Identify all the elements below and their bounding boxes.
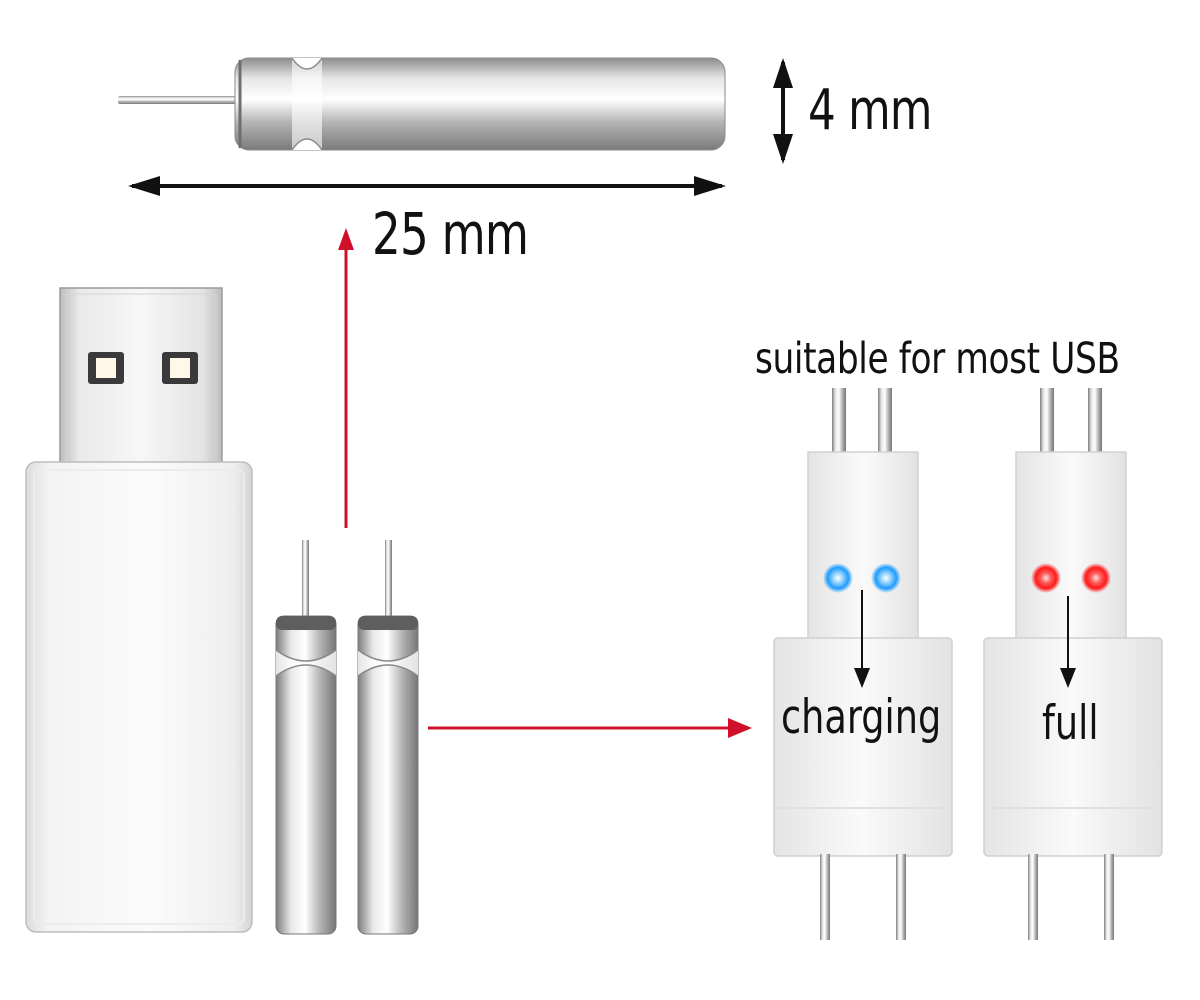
plug-prong bbox=[1028, 854, 1038, 940]
usb-charger bbox=[25, 287, 253, 933]
led-indicator bbox=[1081, 563, 1111, 593]
battery-horizontal bbox=[118, 57, 726, 151]
plug-prong bbox=[896, 854, 906, 940]
indicator-arrow bbox=[1060, 596, 1076, 688]
battery-pin bbox=[878, 388, 892, 458]
usb-plug-slot-right bbox=[162, 352, 198, 384]
led-indicator bbox=[823, 563, 853, 593]
battery-vertical-1 bbox=[275, 540, 337, 935]
usb-charger-body bbox=[25, 461, 253, 933]
battery-pin bbox=[118, 96, 240, 104]
battery-pin bbox=[1040, 388, 1054, 458]
led-indicator bbox=[1031, 563, 1061, 593]
led-indicator bbox=[871, 563, 901, 593]
compatibility-text: suitable for most USB bbox=[755, 334, 1120, 384]
battery-body bbox=[234, 57, 726, 151]
charger-charging bbox=[773, 388, 953, 940]
usb-plug-slot-left bbox=[88, 352, 124, 384]
charger-full bbox=[983, 388, 1163, 940]
battery-pin bbox=[832, 388, 846, 458]
charger-neck bbox=[1015, 451, 1127, 641]
battery-pin bbox=[1088, 388, 1102, 458]
plug-prong bbox=[820, 854, 830, 940]
length-dimension-arrow bbox=[128, 176, 726, 196]
charging-state-label: charging bbox=[781, 690, 942, 745]
battery-vertical-2 bbox=[357, 540, 419, 935]
charger-plug-block bbox=[983, 637, 1163, 857]
length-label: 25 mm bbox=[372, 200, 529, 268]
indicator-arrow bbox=[854, 590, 870, 688]
full-state-label: full bbox=[1042, 696, 1099, 751]
plug-prong bbox=[1104, 854, 1114, 940]
diameter-label: 4 mm bbox=[808, 78, 932, 143]
pointer-arrow-right bbox=[428, 718, 752, 738]
diameter-dimension-arrow bbox=[773, 58, 793, 164]
pointer-arrow-up bbox=[338, 228, 354, 528]
